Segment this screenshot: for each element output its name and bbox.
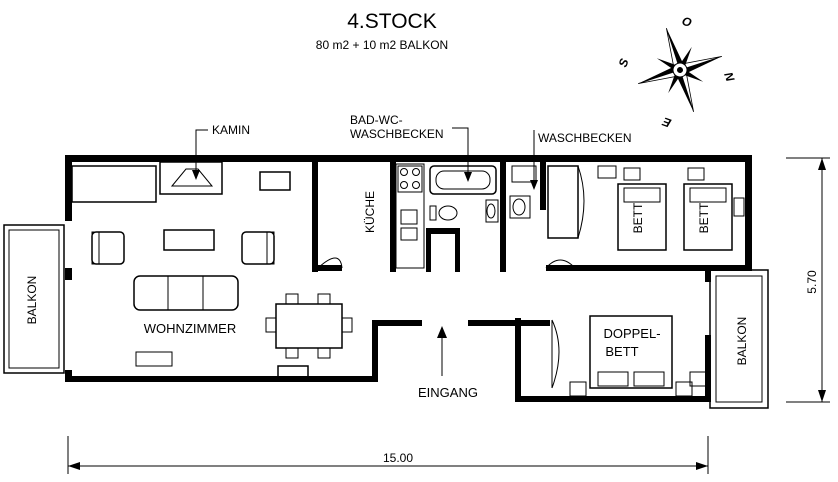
bed2-label: BETT	[697, 202, 711, 233]
bad-label-line1: BAD-WC-	[350, 113, 403, 127]
balcony-left	[3, 224, 65, 374]
plan-title: 4.STOCK	[347, 10, 436, 33]
width-dimension-label: 15.00	[383, 451, 413, 465]
compass-rose-icon	[638, 28, 722, 112]
compass-e-label: E	[660, 114, 673, 130]
balcony-right-label: BALKON	[735, 317, 749, 366]
doppelbett-label-line2: BETT	[605, 344, 638, 359]
bathroom-fixtures	[429, 165, 537, 223]
bed1-label: BETT	[631, 202, 645, 233]
balcony-right	[709, 269, 769, 409]
kueche-label: KÜCHE	[363, 191, 377, 233]
bad-label-line2: WASCHBECKEN	[350, 127, 444, 141]
doors	[317, 257, 576, 269]
doppelbett-label-line1: DOPPEL-	[603, 326, 660, 341]
walls	[65, 155, 752, 402]
leader-lines	[192, 127, 538, 190]
wohnzimmer-label: WOHNZIMMER	[144, 321, 236, 336]
plan-subtitle: 80 m2 + 10 m2 BALKON	[316, 38, 448, 52]
living-room-furniture	[71, 161, 353, 379]
compass-s-label: S	[616, 57, 632, 69]
bedroom-furniture	[547, 165, 745, 251]
entrance-arrow-icon	[437, 326, 447, 376]
depth-dimension-label: 5.70	[805, 270, 819, 294]
compass-o-label: O	[680, 14, 694, 31]
waschbecken-label: WASCHBECKEN	[538, 131, 632, 145]
kamin-label: KAMIN	[212, 123, 250, 137]
double-bedroom-furniture	[551, 315, 707, 397]
depth-dimension	[786, 157, 830, 403]
compass-n-label: N	[721, 70, 737, 83]
balcony-left-label: BALKON	[25, 276, 39, 325]
kitchen-appliances	[395, 163, 425, 269]
width-dimension	[67, 436, 709, 474]
eingang-label: EINGANG	[418, 385, 478, 400]
